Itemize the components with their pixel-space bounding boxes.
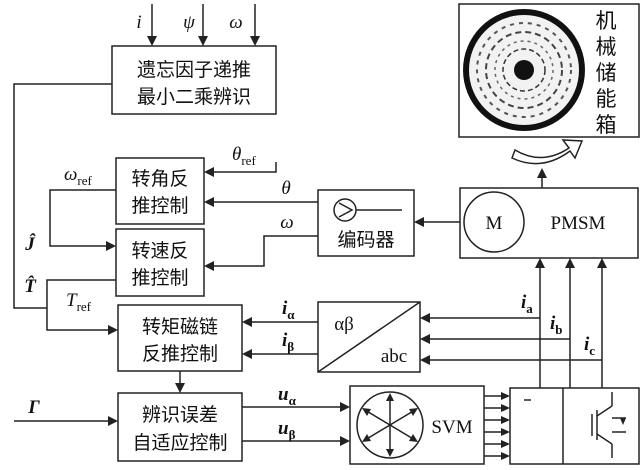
i-beta-label: iβ	[282, 330, 294, 354]
omega-label: ω	[280, 212, 293, 233]
connections	[13, 4, 607, 460]
adaptive-label-2: 自适应控制	[132, 432, 227, 454]
identifier-label-1: 遗忘因子递推	[137, 59, 251, 81]
adaptive-control-block: 辨识误差 自适应控制	[117, 392, 243, 462]
angle-control-block: 转角反 推控制	[115, 157, 205, 225]
motor-block: M PMSM	[459, 187, 639, 259]
theta-label: θ	[281, 178, 290, 199]
j-hat-label: Ĵ	[24, 233, 36, 255]
torque-flux-label-1: 转矩磁链	[142, 316, 218, 338]
speed-ctrl-label-1: 转速反	[131, 240, 188, 262]
u-alpha-label: uα	[278, 384, 297, 408]
t-hat-label: T̂	[24, 276, 37, 297]
storage-char-2: 械	[596, 35, 617, 59]
speed-ctrl-label-2: 推控制	[131, 267, 188, 289]
svm-block: SVM	[349, 385, 485, 465]
i-a-label: ia	[521, 292, 533, 316]
transform-top-label: αβ	[334, 314, 354, 335]
igbt-switch-icon	[591, 392, 626, 458]
transform-block: αβ abc	[317, 301, 421, 373]
u-beta-label: uβ	[278, 418, 296, 442]
i-b-label: ib	[550, 313, 563, 337]
adaptive-label-1: 辨识误差	[142, 404, 218, 426]
motor-label: PMSM	[551, 213, 606, 234]
speed-control-block: 转速反 推控制	[115, 228, 205, 297]
t-ref-label: Tref	[66, 290, 92, 314]
input-omega-label: ω	[229, 12, 242, 33]
motor-icon	[463, 191, 525, 253]
storage-box: 机 械 储 能 箱	[458, 3, 640, 138]
storage-char-4: 能	[596, 87, 617, 111]
angle-ctrl-label-2: 推控制	[131, 195, 188, 217]
svm-vector-icon	[356, 391, 424, 459]
i-alpha-label: iα	[282, 298, 295, 322]
input-psi-label: ψ	[183, 12, 196, 33]
inverter-block	[509, 387, 640, 465]
storage-char-3: 储	[596, 61, 617, 85]
flywheel-icon	[463, 9, 585, 131]
svm-label: SVM	[431, 417, 472, 438]
rotation-arrow-icon	[511, 139, 584, 165]
storage-char-1: 机	[596, 9, 617, 33]
identifier-label-2: 最小二乘辨识	[137, 86, 251, 108]
input-i-label: i	[136, 12, 141, 33]
encoder-block: 编码器	[317, 189, 415, 257]
motor-symbol: M	[486, 213, 503, 234]
torque-flux-control-block: 转矩磁链 反推控制	[117, 304, 243, 372]
angle-ctrl-label-1: 转角反	[131, 168, 188, 190]
torque-flux-label-2: 反推控制	[142, 343, 218, 365]
gamma-label: Γ	[27, 397, 40, 418]
theta-ref-label: θref	[232, 144, 256, 168]
encoder-icon	[333, 198, 402, 222]
storage-char-5: 箱	[596, 113, 617, 137]
i-c-label: ic	[584, 334, 595, 358]
encoder-label: 编码器	[337, 229, 394, 251]
omega-ref-label: ωref	[64, 164, 93, 188]
transform-bottom-label: abc	[381, 346, 407, 367]
identifier-block: 遗忘因子递推 最小二乘辨识	[111, 45, 277, 115]
